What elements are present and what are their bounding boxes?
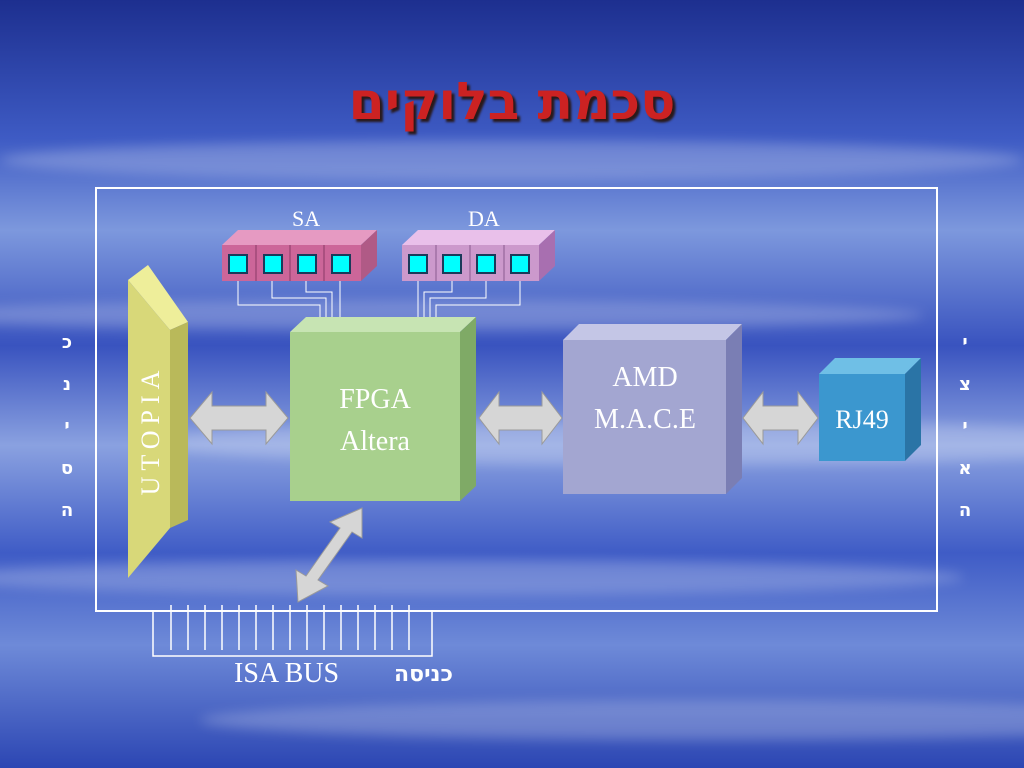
- sa-wires: [237, 281, 341, 322]
- double-arrow-amd-rj49: [742, 390, 819, 446]
- rj49-block: [819, 358, 921, 461]
- da-led: [510, 254, 530, 274]
- right-char: ה: [958, 500, 972, 521]
- right-side-text: י צ י א ה: [950, 322, 980, 532]
- left-char: כ: [61, 332, 73, 353]
- board-outline: [95, 187, 938, 612]
- isa-bus-label: ISA BUS: [234, 658, 340, 689]
- fpga-label-line2: Altera: [340, 426, 411, 457]
- left-char: ס: [60, 458, 74, 479]
- right-char: א: [958, 458, 972, 479]
- double-arrow-utopia-fpga: [189, 390, 289, 446]
- right-char: צ: [959, 374, 971, 395]
- left-char: ה: [60, 500, 74, 521]
- sa-led: [228, 254, 248, 274]
- amd-label-line1: AMD: [612, 362, 677, 393]
- right-char: י: [962, 416, 968, 437]
- sa-led: [297, 254, 317, 274]
- entry-label: כניסה: [394, 662, 453, 687]
- fpga-block: [290, 317, 476, 501]
- da-led: [442, 254, 462, 274]
- da-label: DA: [468, 206, 500, 231]
- da-switch-block: [402, 230, 555, 281]
- da-wires: [417, 281, 521, 322]
- double-arrow-fpga-amd: [478, 390, 563, 446]
- double-arrow-fpga-isa: [295, 507, 363, 603]
- sa-led: [331, 254, 351, 274]
- right-char: י: [962, 332, 968, 353]
- fpga-label-line1: FPGA: [339, 384, 411, 415]
- da-led: [476, 254, 496, 274]
- left-char: נ: [62, 374, 72, 395]
- left-side-text: כ נ י ס ה: [52, 322, 82, 532]
- left-char: י: [64, 416, 70, 437]
- sa-switch-block: [222, 230, 377, 281]
- rj49-label: RJ49: [835, 405, 888, 434]
- amd-block: [563, 324, 742, 494]
- amd-label-line2: M.A.C.E: [594, 404, 696, 435]
- sa-label: SA: [292, 206, 321, 231]
- utopia-label: UTOPIA: [136, 365, 165, 496]
- utopia-block: [128, 265, 188, 578]
- isa-connector: [152, 605, 433, 657]
- da-led: [408, 254, 428, 274]
- sa-led: [263, 254, 283, 274]
- slide-title: סכמת בלוקים: [348, 72, 676, 132]
